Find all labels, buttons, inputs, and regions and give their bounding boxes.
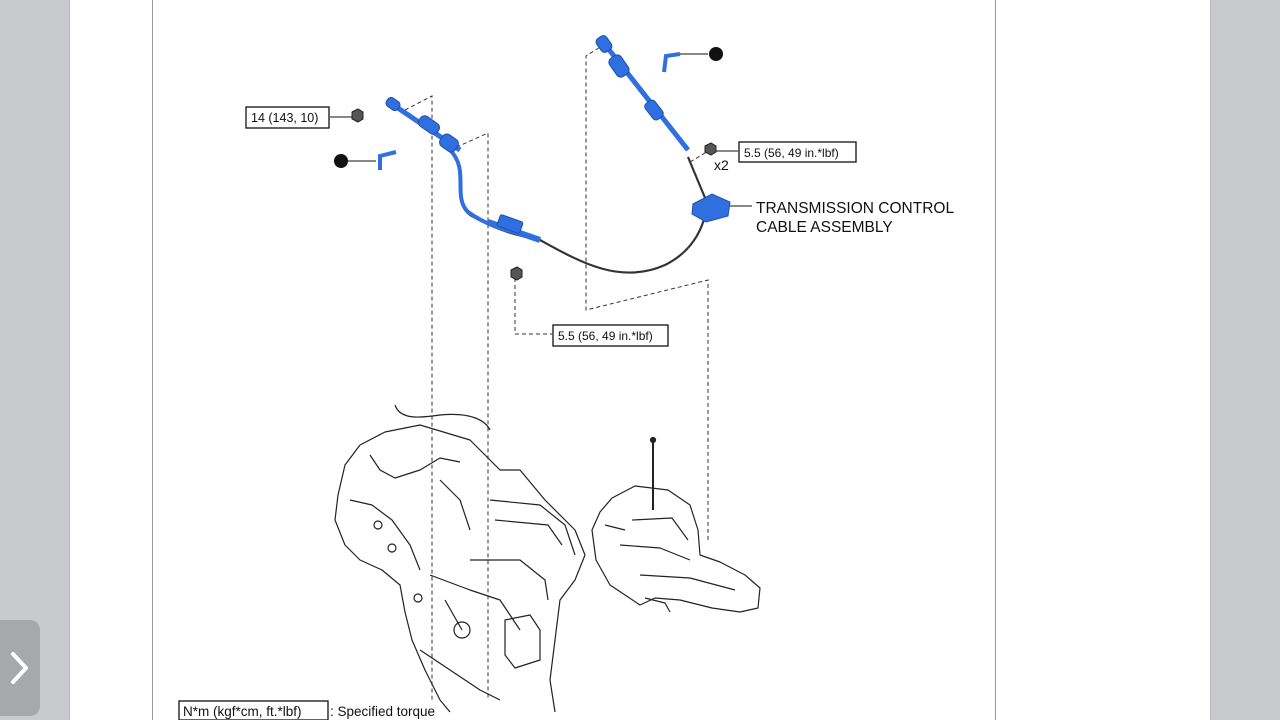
unit-legend-label: N*m (kgf*cm, ft.*lbf) bbox=[183, 704, 302, 719]
page-frame-right bbox=[995, 0, 996, 720]
cable bbox=[448, 148, 710, 274]
torque-callout-middle: 5.5 (56, 49 in.*lbf) bbox=[558, 329, 653, 343]
torque-callout-top-left: 14 (143, 10) bbox=[251, 111, 318, 125]
clip-left bbox=[378, 150, 397, 170]
filled-circle-icon bbox=[709, 47, 723, 61]
torque-callout-right: 5.5 (56, 49 in.*lbf) bbox=[744, 146, 839, 160]
unit-legend-description: : Specified torque bbox=[330, 704, 435, 719]
cable-bracket-middle bbox=[487, 214, 541, 243]
clip-right bbox=[662, 52, 681, 73]
alignment-lines bbox=[404, 43, 711, 700]
unit-legend-box bbox=[178, 700, 329, 720]
torque-callout-box bbox=[552, 324, 669, 347]
quantity-label: x2 bbox=[714, 157, 729, 173]
page-frame-left bbox=[152, 0, 153, 720]
filled-circle-icon bbox=[334, 154, 348, 168]
shift-lever-assembly bbox=[591, 436, 761, 613]
nuts bbox=[351, 108, 717, 281]
cable-assembly-bracket bbox=[691, 193, 731, 223]
torque-callout-box bbox=[738, 141, 857, 163]
assembly-label-line1: TRANSMISSION CONTROL bbox=[756, 200, 954, 217]
assembly-label-line2: CABLE ASSEMBLY bbox=[756, 219, 893, 236]
cable-end-right bbox=[595, 35, 690, 152]
torque-callout-box bbox=[245, 106, 330, 129]
next-page-button[interactable] bbox=[0, 620, 40, 716]
chevron-right-icon bbox=[11, 652, 28, 684]
callout-leaders bbox=[330, 116, 752, 207]
cable-end-left bbox=[385, 96, 462, 153]
transmission-case bbox=[334, 404, 586, 713]
